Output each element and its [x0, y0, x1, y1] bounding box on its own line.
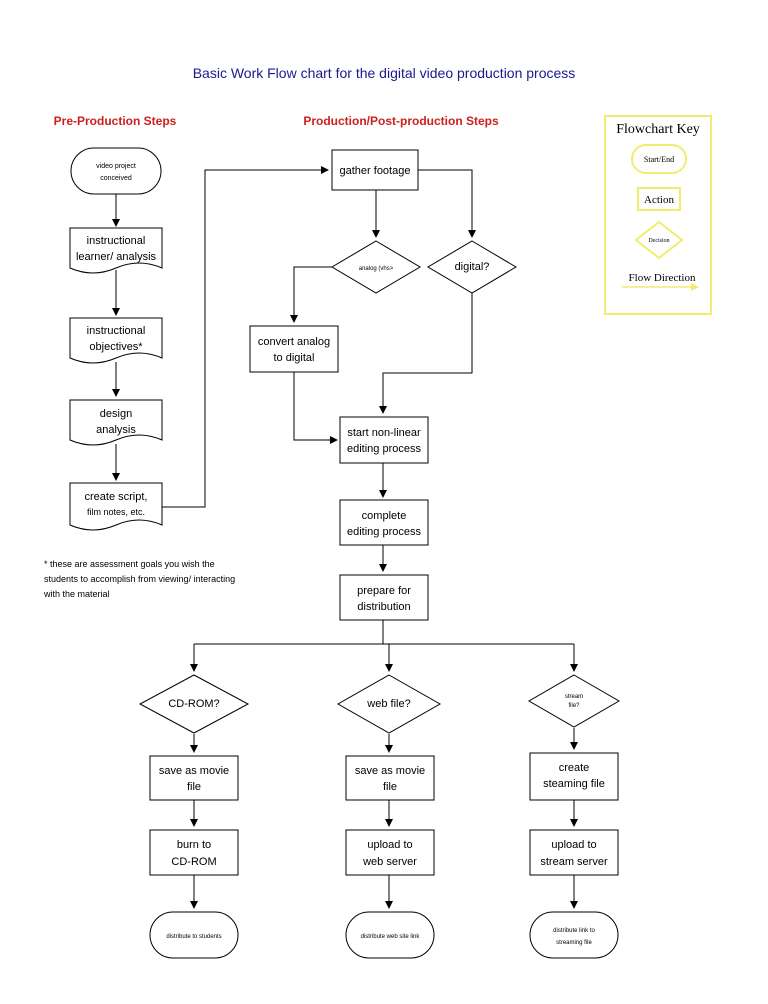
- footnote-line2: students to accomplish from viewing/ int…: [44, 574, 235, 584]
- edge-convert-start: [293, 372, 338, 444]
- node-digital-decision-label: digital?: [455, 261, 490, 273]
- node-upload-stream-line2: stream server: [540, 856, 608, 868]
- node-distribute-students-label: distribute to students: [166, 934, 221, 940]
- key-action-shape: [637, 187, 681, 211]
- node-burn-cdrom-line2: CD-ROM: [171, 856, 216, 868]
- key-decision-shape: [634, 220, 684, 260]
- node-distribute-weblink-label: distribute web site link: [361, 934, 421, 940]
- node-gather-footage-label: gather footage: [340, 165, 411, 177]
- node-prepare-distribution-line1: prepare for: [357, 585, 411, 597]
- node-upload-stream: upload to stream server: [529, 829, 619, 876]
- flowchart-key: Flowchart Key Start/End Action Decision …: [604, 115, 712, 315]
- key-decision-label: Decision: [648, 238, 669, 244]
- edge-analog-convert: [290, 266, 332, 323]
- footnote-line3: with the material: [43, 589, 110, 599]
- node-stream-decision-line2: file?: [568, 703, 580, 709]
- node-instructional-analysis-line2: learner/ analysis: [76, 251, 157, 263]
- node-analog-decision: analog (vhs>: [331, 240, 421, 294]
- node-instructional-analysis-line1: instructional: [87, 235, 146, 247]
- node-instructional-objectives-line1: instructional: [87, 325, 146, 337]
- node-instructional-objectives-line2: objectives*: [89, 341, 143, 353]
- node-burn-cdrom: burn to CD-ROM: [149, 829, 239, 876]
- chart-title: Basic Work Flow chart for the digital vi…: [193, 65, 576, 81]
- node-instructional-analysis: instructional learner/ analysis: [69, 227, 163, 274]
- node-upload-web-line1: upload to: [367, 839, 412, 851]
- node-stream-decision-line1: stream: [565, 694, 583, 700]
- key-flow-label: Flow Direction: [629, 272, 696, 284]
- footnote: * these are assessment goals you wish th…: [43, 559, 235, 599]
- node-video-conceived-line2: conceived: [100, 175, 132, 182]
- node-distribute-streaming-line1: distribute link to: [553, 928, 595, 934]
- node-save-movie-web-line2: file: [383, 781, 397, 793]
- node-prepare-distribution: prepare for distribution: [339, 574, 429, 621]
- node-video-conceived: video project conceived: [70, 147, 162, 195]
- node-distribute-students: distribute to students: [149, 911, 239, 959]
- node-save-movie-web: save as movie file: [345, 755, 435, 801]
- node-complete-editing-line2: editing process: [347, 526, 421, 538]
- node-digital-decision: digital?: [427, 240, 517, 294]
- node-convert-analog-line1: convert analog: [258, 336, 330, 348]
- node-design-analysis: design analysis: [69, 399, 163, 446]
- node-webfile-decision-label: web file?: [366, 698, 410, 710]
- edge-digital-start: [379, 293, 473, 414]
- node-instructional-objectives: instructional objectives*: [69, 317, 163, 364]
- key-title: Flowchart Key: [616, 122, 700, 137]
- node-complete-editing: complete editing process: [339, 499, 429, 546]
- node-prepare-distribution-line2: distribution: [357, 601, 410, 613]
- node-webfile-decision: web file?: [336, 674, 442, 734]
- edge-script-gather: [162, 166, 329, 508]
- node-complete-editing-line1: complete: [362, 510, 407, 522]
- node-create-script-line2: film notes, etc.: [87, 507, 145, 517]
- node-save-movie-web-line1: save as movie: [355, 765, 425, 777]
- node-burn-cdrom-line1: burn to: [177, 839, 211, 851]
- node-distribute-streaming-line2: streaming file: [556, 940, 592, 946]
- node-stream-decision: stream file?: [528, 674, 620, 728]
- node-analog-decision-label: analog (vhs>: [359, 266, 394, 272]
- post-production-header: Production/Post-production Steps: [303, 114, 499, 128]
- node-save-movie-cdrom-line1: save as movie: [159, 765, 229, 777]
- edge-gather-digital: [418, 169, 476, 238]
- node-design-analysis-line2: analysis: [96, 424, 136, 436]
- key-start-end-label: Start/End: [644, 155, 674, 164]
- node-create-streaming-line2: steaming file: [543, 778, 605, 790]
- edge-prepare-split: [194, 620, 574, 645]
- node-distribute-streaming: distribute link to streaming file: [529, 911, 619, 959]
- node-save-movie-cdrom: save as movie file: [149, 755, 239, 801]
- node-upload-web-line2: web server: [362, 856, 417, 868]
- node-design-analysis-line1: design: [100, 408, 132, 420]
- node-upload-stream-line1: upload to: [551, 839, 596, 851]
- pre-production-header: Pre-Production Steps: [54, 114, 177, 128]
- node-convert-analog-line2: to digital: [274, 352, 315, 364]
- node-start-editing: start non-linear editing process: [339, 416, 429, 464]
- node-distribute-weblink: distribute web site link: [345, 911, 435, 959]
- node-upload-web: upload to web server: [345, 829, 435, 876]
- node-cdrom-decision: CD-ROM?: [138, 674, 250, 734]
- node-cdrom-decision-label: CD-ROM?: [168, 698, 219, 710]
- node-save-movie-cdrom-line2: file: [187, 781, 201, 793]
- node-start-editing-line1: start non-linear: [347, 427, 421, 439]
- node-create-streaming-line1: create: [559, 762, 590, 774]
- node-convert-analog: convert analog to digital: [249, 325, 339, 373]
- node-create-script-line1: create script,: [85, 491, 148, 503]
- node-gather-footage: gather footage: [331, 149, 419, 191]
- node-create-script: create script, film notes, etc.: [69, 482, 163, 531]
- flow-edges: [112, 166, 578, 909]
- node-video-conceived-line1: video project: [96, 163, 136, 170]
- node-create-streaming: create steaming file: [529, 752, 619, 801]
- footnote-line1: * these are assessment goals you wish th…: [44, 559, 215, 569]
- node-start-editing-line2: editing process: [347, 443, 421, 455]
- key-start-end-shape: [631, 144, 687, 174]
- key-action-label: Action: [644, 194, 674, 206]
